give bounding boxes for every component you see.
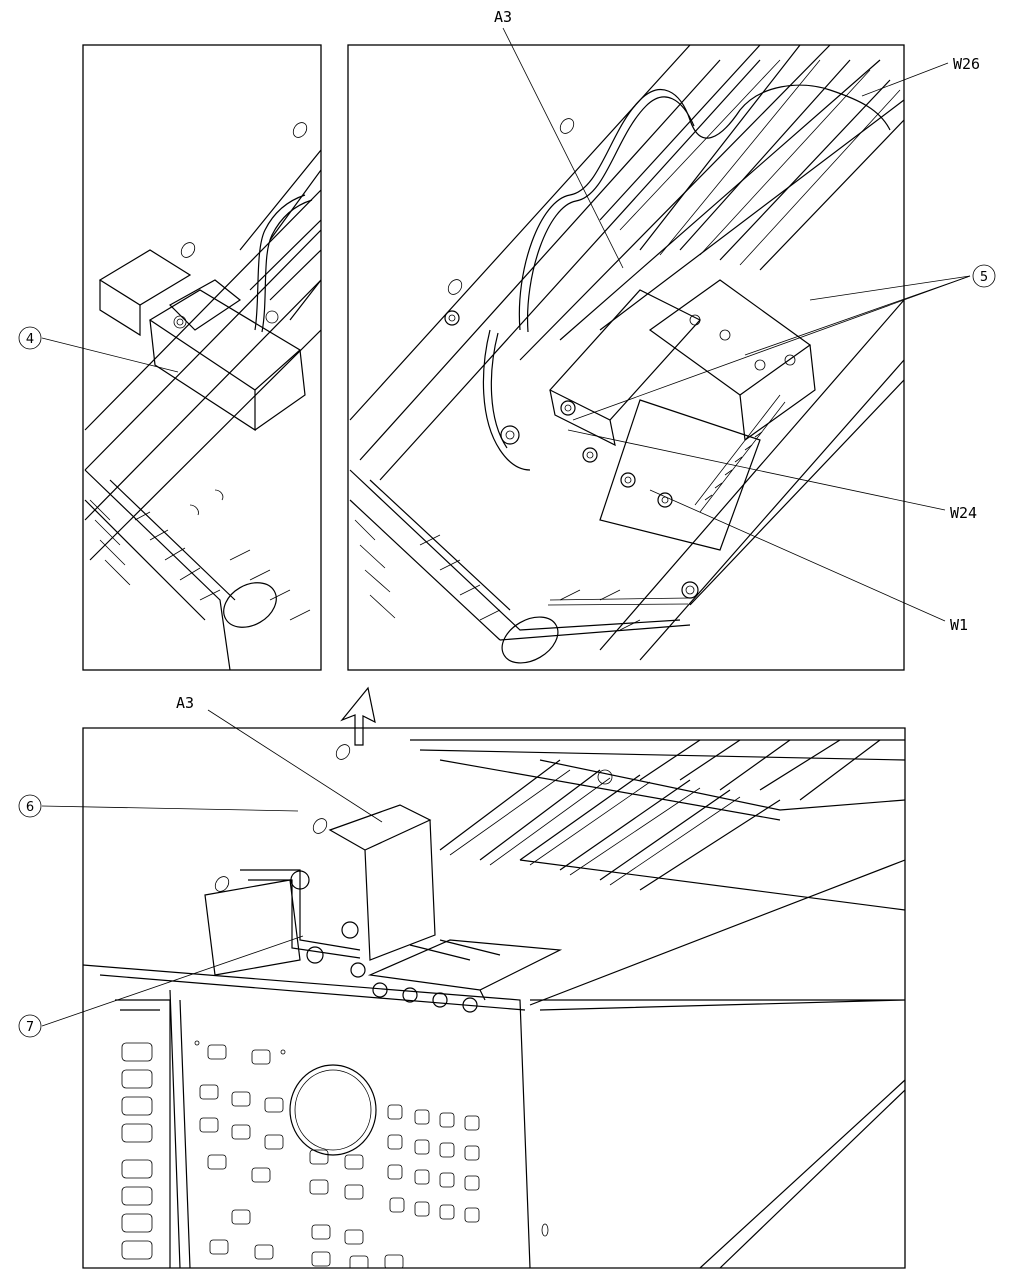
callout-w24: W24 (950, 504, 977, 522)
bottom-main-view (82, 727, 906, 1269)
callout-w26: W26 (953, 55, 980, 73)
svg-text:5: 5 (980, 270, 988, 285)
callout-w1: W1 (950, 616, 968, 634)
left-detail-panel (82, 44, 322, 671)
svg-text:6: 6 (26, 800, 34, 815)
svg-text:7: 7 (26, 1020, 34, 1035)
callout-6: 6 (18, 794, 42, 818)
svg-text:4: 4 (26, 332, 34, 347)
right-detail-panel (347, 44, 905, 671)
callout-7: 7 (18, 1014, 42, 1038)
callout-4: 4 (18, 326, 42, 350)
direction-arrow-up (340, 686, 376, 746)
callout-a3-bottom: A3 (176, 694, 194, 712)
leader-lines (41, 27, 971, 1027)
callout-5: 5 (972, 264, 996, 288)
callout-a3-top: A3 (494, 8, 512, 26)
